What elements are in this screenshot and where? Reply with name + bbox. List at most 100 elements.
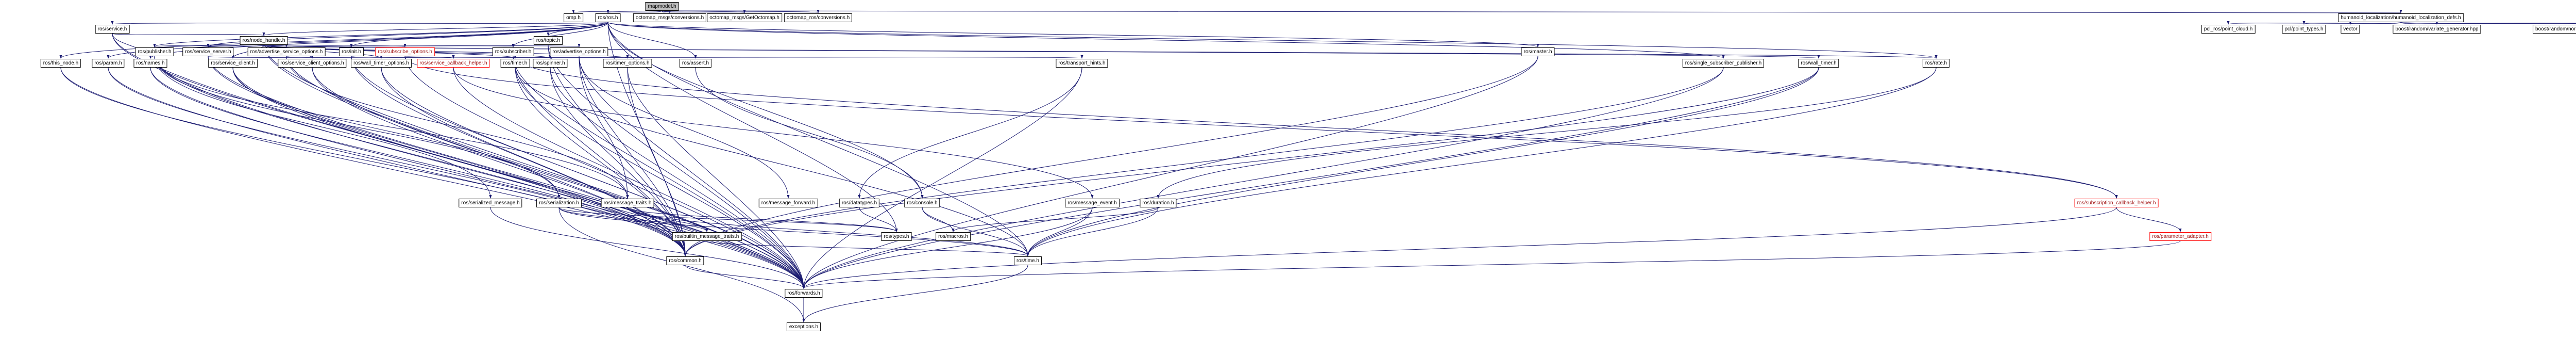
include-edge bbox=[59, 22, 608, 59]
include-edge bbox=[381, 67, 805, 289]
include-edge bbox=[453, 67, 1094, 199]
graph-node-typ[interactable]: ros/types.h bbox=[881, 232, 912, 241]
graph-node-spin[interactable]: ros/spinner.h bbox=[533, 59, 568, 68]
include-edge bbox=[952, 207, 1159, 232]
graph-node-pclc[interactable]: pcl_ros/point_cloud.h bbox=[2201, 25, 2256, 34]
graph-node-ros[interactable]: ros/ros.h bbox=[595, 13, 621, 22]
graph-node-time[interactable]: ros/time.h bbox=[1014, 256, 1042, 265]
graph-node-map[interactable]: mapmodel.h bbox=[645, 2, 679, 11]
include-edge bbox=[404, 56, 2118, 199]
graph-node-ao[interactable]: ros/advertise_options.h bbox=[550, 47, 608, 56]
graph-node-hld[interactable]: humanoid_localization/humanoid_localizat… bbox=[2338, 13, 2464, 22]
graph-node-svc[interactable]: ros/service.h bbox=[95, 25, 130, 34]
include-edge bbox=[515, 67, 805, 289]
graph-node-topt[interactable]: ros/timer_options.h bbox=[603, 59, 652, 68]
include-edge bbox=[607, 22, 697, 59]
include-edge bbox=[515, 67, 1029, 256]
include-edge bbox=[150, 67, 805, 289]
include-edge bbox=[60, 67, 687, 256]
graph-node-sco[interactable]: ros/service_client_options.h bbox=[278, 59, 347, 68]
include-edge bbox=[154, 56, 805, 289]
graph-node-omc[interactable]: octomap_msgs/conversions.h bbox=[633, 13, 707, 22]
include-edge bbox=[1026, 67, 1819, 256]
graph-node-top[interactable]: ros/topic.h bbox=[533, 36, 563, 45]
include-edge bbox=[404, 56, 805, 289]
graph-node-dt[interactable]: ros/datatypes.h bbox=[839, 199, 880, 207]
graph-node-mt[interactable]: ros/message_traits.h bbox=[601, 199, 654, 207]
graph-node-bvar[interactable]: boost/random/variate_generator.hpp bbox=[2393, 25, 2481, 34]
graph-node-exc[interactable]: exceptions.h bbox=[786, 322, 821, 331]
graph-node-nh[interactable]: ros/node_handle.h bbox=[240, 36, 288, 45]
graph-node-sm[interactable]: ros/serialized_message.h bbox=[459, 199, 522, 207]
graph-node-bnor[interactable]: boost/random/normal_distribution.hpp bbox=[2533, 25, 2576, 34]
graph-node-ast[interactable]: ros/assert.h bbox=[679, 59, 712, 68]
include-edge bbox=[627, 67, 687, 256]
include-edge bbox=[208, 56, 687, 256]
include-edge bbox=[550, 67, 805, 289]
include-edge bbox=[286, 56, 805, 289]
graph-node-pclt[interactable]: pcl/point_types.h bbox=[2282, 25, 2326, 34]
graph-node-ssp[interactable]: ros/single_subscriber_publisher.h bbox=[1682, 59, 1765, 68]
graph-node-me[interactable]: ros/message_event.h bbox=[1065, 199, 1120, 207]
graph-node-sc[interactable]: ros/service_client.h bbox=[208, 59, 258, 68]
include-edge bbox=[858, 67, 1082, 199]
include-edge bbox=[2400, 22, 2576, 24]
graph-node-rate[interactable]: ros/rate.h bbox=[1922, 59, 1950, 68]
include-edge bbox=[607, 22, 1938, 59]
graph-node-wt[interactable]: ros/wall_timer.h bbox=[1798, 59, 1839, 68]
graph-node-ss[interactable]: ros/service_server.h bbox=[182, 47, 234, 56]
graph-node-th[interactable]: ros/transport_hints.h bbox=[1056, 59, 1108, 68]
include-edge bbox=[802, 207, 2117, 289]
include-edge bbox=[1026, 67, 1937, 256]
graph-node-par[interactable]: ros/param.h bbox=[92, 59, 125, 68]
graph-node-aso[interactable]: ros/advertise_service_options.h bbox=[247, 47, 326, 56]
include-edge bbox=[859, 207, 898, 232]
graph-node-nam[interactable]: ros/names.h bbox=[133, 59, 167, 68]
graph-node-omp[interactable]: omp.h bbox=[564, 13, 583, 22]
include-edge bbox=[149, 22, 608, 59]
graph-node-sch[interactable]: ros/service_callback_helper.h bbox=[417, 59, 490, 68]
include-edge bbox=[802, 240, 2181, 289]
graph-node-sub[interactable]: ros/subscriber.h bbox=[492, 47, 534, 56]
graph-node-pub[interactable]: ros/publisher.h bbox=[135, 47, 174, 56]
graph-node-dur[interactable]: ros/duration.h bbox=[1140, 199, 1177, 207]
graph-node-scbh[interactable]: ros/subscription_callback_helper.h bbox=[2074, 199, 2159, 207]
include-edge bbox=[207, 22, 608, 47]
include-edge bbox=[154, 56, 561, 199]
graph-node-omg[interactable]: octomap_msgs/GetOctomap.h bbox=[707, 13, 782, 22]
include-edge bbox=[802, 207, 1093, 289]
include-edge bbox=[312, 67, 687, 256]
include-edge bbox=[579, 56, 790, 199]
graph-node-mas[interactable]: ros/master.h bbox=[1521, 47, 1555, 56]
graph-node-com[interactable]: ros/common.h bbox=[666, 256, 704, 265]
include-edge bbox=[262, 22, 608, 36]
graph-node-orc[interactable]: octomap_ros/conversions.h bbox=[784, 13, 853, 22]
graph-node-con[interactable]: ros/console.h bbox=[904, 199, 940, 207]
include-edge bbox=[548, 44, 805, 289]
graph-node-ser[interactable]: ros/serialization.h bbox=[536, 199, 582, 207]
include-edge bbox=[512, 22, 608, 47]
include-edge bbox=[550, 67, 687, 256]
include-edge bbox=[2349, 21, 2401, 25]
include-edge bbox=[802, 67, 1724, 289]
include-edge bbox=[263, 44, 1937, 59]
include-edge bbox=[108, 67, 687, 256]
include-edge bbox=[579, 56, 687, 256]
graph-node-bmt[interactable]: ros/builtin_message_traits.h bbox=[672, 232, 742, 241]
include-edge bbox=[513, 56, 805, 289]
graph-node-wto[interactable]: ros/wall_timer_options.h bbox=[351, 59, 412, 68]
graph-node-init[interactable]: ros/init.h bbox=[339, 47, 364, 56]
graph-node-vec[interactable]: vector bbox=[2341, 25, 2360, 34]
graph-node-tn[interactable]: ros/this_node.h bbox=[40, 59, 81, 68]
graph-node-tim[interactable]: ros/timer.h bbox=[500, 59, 530, 68]
graph-node-subo[interactable]: ros/subscribe_options.h bbox=[375, 47, 435, 56]
graph-node-pa[interactable]: ros/parameter_adapter.h bbox=[2149, 232, 2211, 241]
graph-node-mf[interactable]: ros/message_forward.h bbox=[758, 199, 818, 207]
include-edge bbox=[802, 265, 1028, 322]
graph-node-fwd[interactable]: ros/forwards.h bbox=[785, 289, 823, 298]
graph-node-mac[interactable]: ros/macros.h bbox=[936, 232, 971, 241]
include-edge bbox=[351, 56, 687, 256]
include-edge bbox=[2116, 207, 2182, 232]
